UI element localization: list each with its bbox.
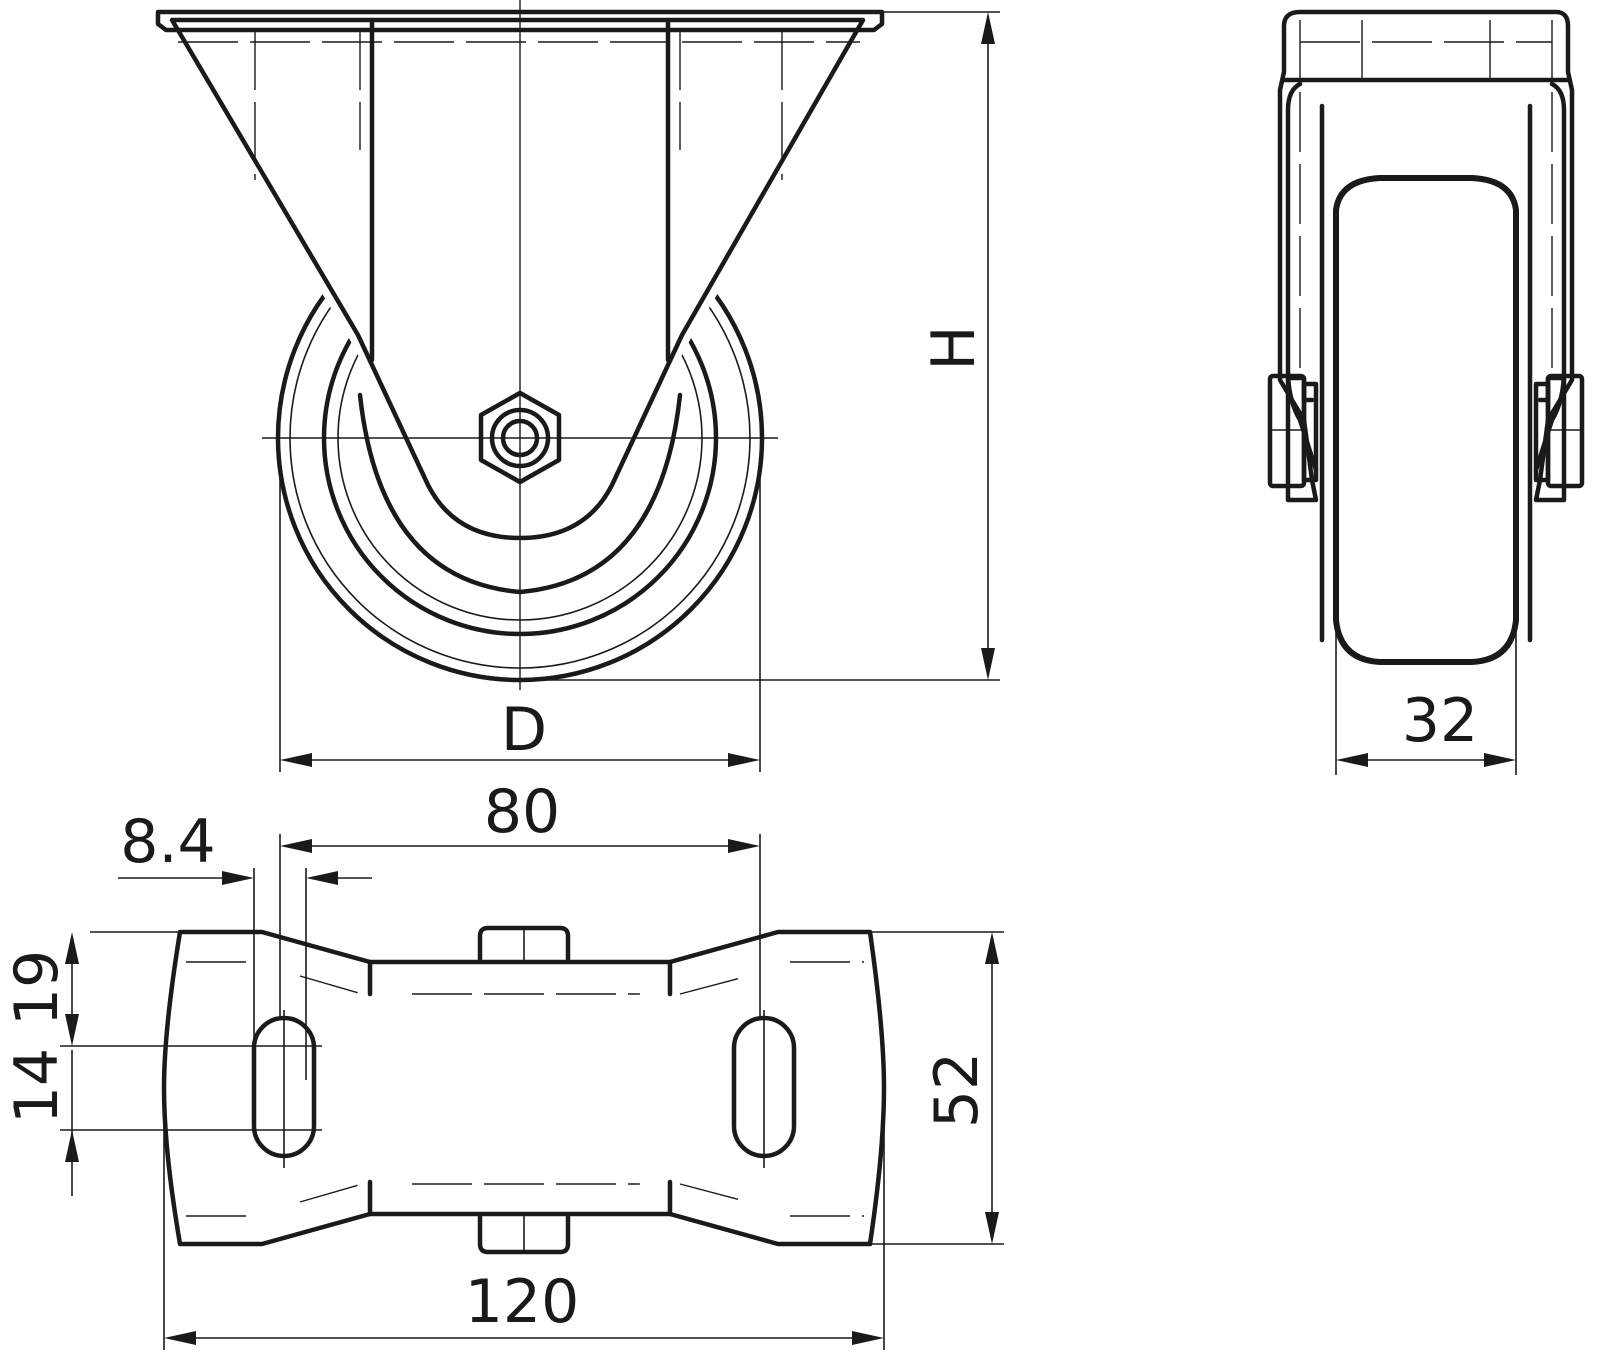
slot-width-arrow-right — [306, 871, 338, 885]
diameter-arrow-left — [280, 753, 312, 767]
plate-hidden-diag-left-top — [299, 975, 363, 995]
edge-offset-arrow-top — [65, 932, 79, 964]
wheel-width-label: 32 — [1402, 686, 1478, 756]
side-bracket-outer — [1277, 9, 1575, 503]
side-bracket-left-leg — [1285, 81, 1319, 473]
side-wheel — [1333, 175, 1519, 665]
plate-width-arrow-bottom — [985, 1212, 999, 1244]
mounting-plate — [161, 929, 887, 1247]
wheel-width-arrow-left — [1336, 753, 1368, 767]
plate-hidden-diag-left-bottom — [299, 1183, 363, 1203]
diameter-arrow-right — [728, 753, 760, 767]
plate-length-arrow-left — [164, 1331, 196, 1345]
bolt-spacing-arrow-left — [280, 839, 312, 853]
plate-width-label: 52 — [922, 1052, 992, 1128]
bolt-spacing-label: 80 — [484, 777, 560, 847]
bolt-spacing-arrow-right — [728, 839, 760, 853]
plate-length-label: 120 — [465, 1267, 580, 1337]
plate-bottom-nut-icon — [477, 1213, 571, 1255]
plate-hidden-diag-right-bottom — [679, 1183, 749, 1203]
edge-offset-label: 19 — [2, 950, 72, 1026]
plate-top-nut-icon — [477, 925, 571, 963]
plate-width-arrow-top — [985, 932, 999, 964]
slot-length-arrow-bottom — [65, 1130, 79, 1162]
side-wheel-core — [1319, 103, 1533, 643]
side-view: 32 — [1267, 9, 1585, 775]
left-axle-washer — [1301, 381, 1319, 483]
fork-cover — [158, 20, 880, 540]
plate-hidden-diag-right-top — [679, 975, 749, 995]
right-axle-washer — [1533, 381, 1551, 483]
slot-width-arrow-left — [222, 871, 254, 885]
diameter-label: D — [501, 695, 547, 765]
front-view: H D — [155, 0, 1000, 772]
side-bracket-right-leg — [1533, 81, 1567, 473]
wheel-width-arrow-right — [1484, 753, 1516, 767]
plate-length-arrow-right — [852, 1331, 884, 1345]
height-arrow-bottom — [981, 648, 995, 680]
slot-length-label: 14 — [2, 1048, 72, 1124]
top-view: 80 8.4 19 14 52 120 — [2, 777, 1004, 1350]
slot-width-label: 8.4 — [120, 807, 215, 877]
height-arrow-top — [981, 12, 995, 44]
height-label: H — [919, 325, 989, 370]
edge-offset-arrow-bottom — [65, 1014, 79, 1046]
